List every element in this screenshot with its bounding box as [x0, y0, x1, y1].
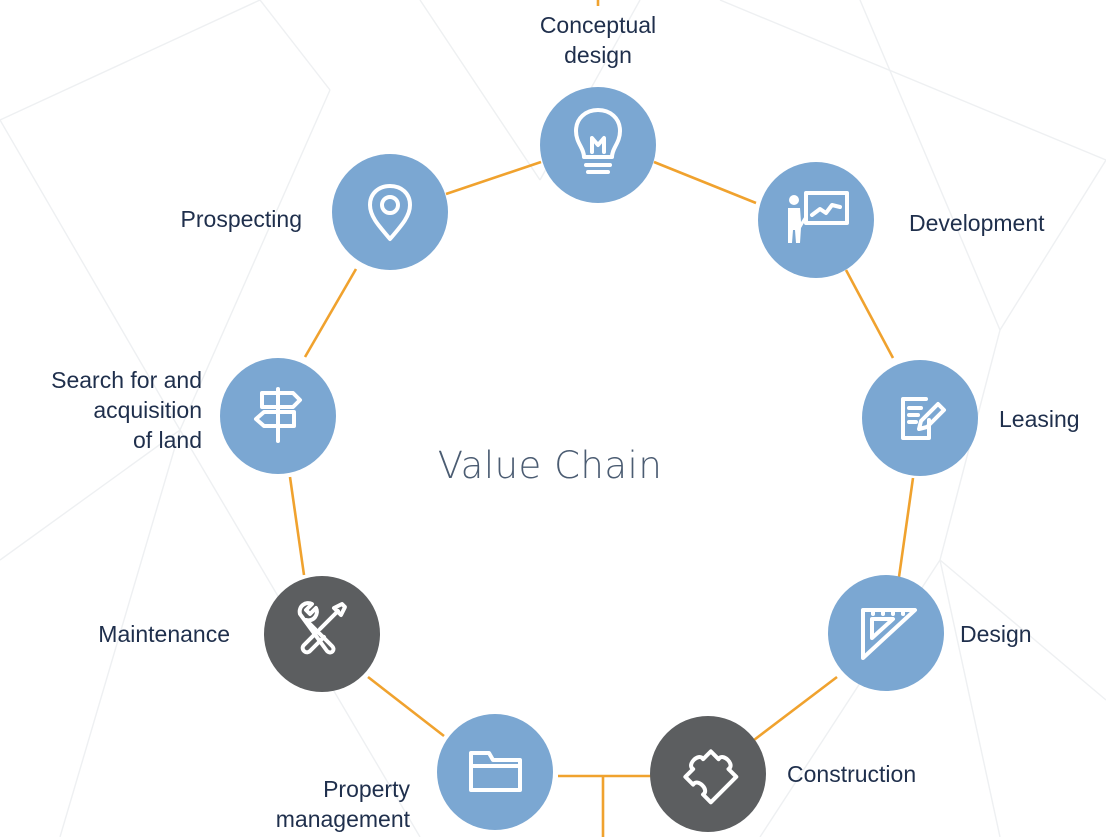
- node-prospecting[interactable]: [332, 154, 448, 270]
- step-label-conceptual-design: Conceptual design: [539, 12, 657, 68]
- puzzle-piece-icon: [683, 749, 739, 805]
- connector-lines: [288, 0, 915, 837]
- node-construction[interactable]: [650, 716, 766, 832]
- node-design[interactable]: [828, 575, 944, 691]
- set-square-icon: [861, 608, 917, 660]
- step-label-prospecting: Prospecting: [180, 206, 302, 232]
- presentation-icon: [788, 191, 849, 243]
- signpost-icon: [254, 387, 302, 443]
- connector-8-9: [303, 268, 358, 358]
- connector-7-8: [288, 476, 306, 576]
- node-circle: [862, 360, 978, 476]
- connector-3-4: [897, 477, 915, 578]
- value-chain-nodes: [220, 87, 978, 832]
- step-label-property-management: Property management: [275, 776, 410, 832]
- step-label-construction: Construction: [787, 761, 917, 787]
- folder-icon: [469, 751, 522, 792]
- step-label-search-acquisition-land: Search for and acquisition of land: [51, 367, 202, 453]
- connector-4-5: [753, 675, 838, 742]
- node-search-acquisition-land[interactable]: [220, 358, 336, 474]
- node-development[interactable]: [758, 162, 874, 278]
- node-circle: [650, 716, 766, 832]
- step-label-development: Development: [909, 210, 1045, 236]
- node-maintenance[interactable]: [264, 576, 380, 692]
- document-edit-icon: [901, 397, 946, 440]
- step-label-maintenance: Maintenance: [98, 621, 230, 647]
- connector-1-2: [653, 160, 757, 205]
- node-conceptual-design[interactable]: [540, 87, 656, 203]
- connector-6-7: [367, 675, 445, 738]
- lightbulb-icon: [574, 108, 622, 174]
- node-circle: [828, 575, 944, 691]
- node-circle: [437, 714, 553, 830]
- connector-2-3: [844, 269, 895, 359]
- diagram-title: Value Chain: [437, 444, 663, 487]
- node-circle: [758, 162, 874, 278]
- step-label-leasing: Leasing: [999, 406, 1080, 432]
- map-pin-icon: [368, 184, 412, 241]
- step-label-design: Design: [960, 621, 1032, 647]
- node-property-management[interactable]: [437, 714, 553, 830]
- wrench-screwdriver-icon: [297, 601, 347, 655]
- connector-9-1: [445, 160, 542, 196]
- node-leasing[interactable]: [862, 360, 978, 476]
